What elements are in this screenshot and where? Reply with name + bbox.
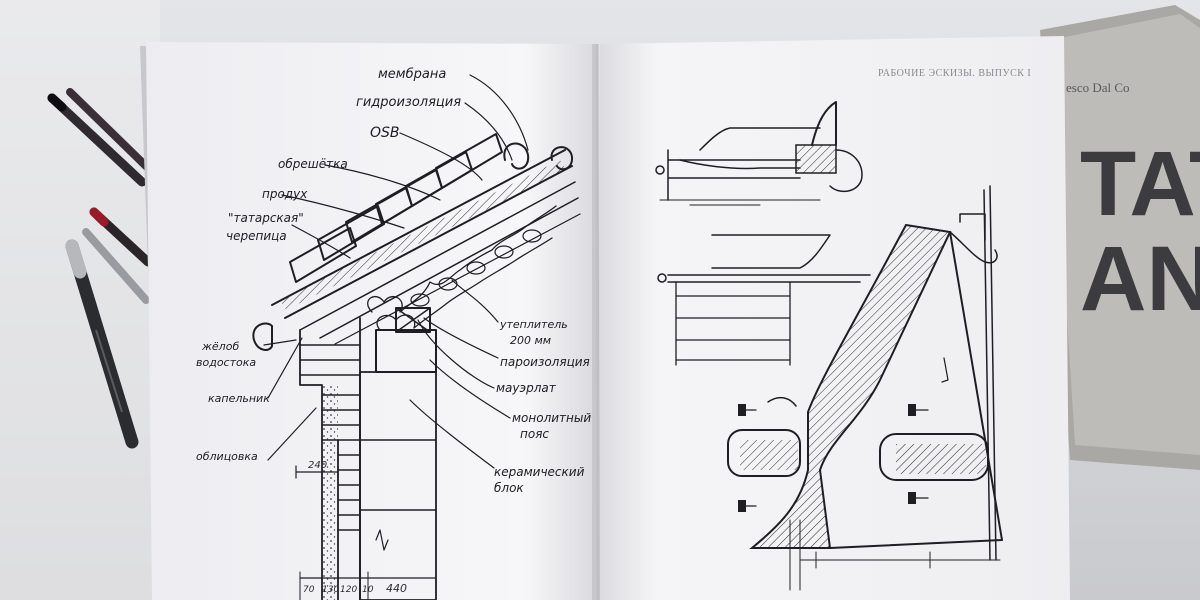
dim-side: 240 bbox=[308, 460, 327, 471]
open-book bbox=[140, 36, 1070, 600]
label-tatar-tile-line-2: черепица bbox=[226, 229, 287, 243]
label-ceramic-line-1: керамический bbox=[494, 465, 585, 479]
label-osb: OSB bbox=[370, 125, 400, 141]
masonry-wall bbox=[299, 307, 437, 600]
label-waterproofing: гидроизоляция bbox=[356, 95, 461, 110]
right-page-content: РАБОЧИЕ ЭСКИЗЫ. ВЫПУСК I bbox=[655, 68, 1031, 591]
cornice-section-large bbox=[727, 185, 1003, 591]
roof-section-sketch: мембрана гидроизоляция OSB обрешётка про… bbox=[196, 67, 591, 600]
pens bbox=[47, 88, 154, 449]
dim-bottom-1: 70 bbox=[303, 585, 315, 595]
label-mauerlat: мауэрлат bbox=[496, 381, 557, 395]
label-gutter-line-2: водостока bbox=[196, 356, 256, 369]
marker-pen bbox=[65, 239, 139, 449]
label-ceramic-line-2: блок bbox=[494, 481, 524, 495]
label-monolithic-line-2: пояс bbox=[520, 427, 549, 441]
book-title-line-1: TAT bbox=[1080, 133, 1200, 235]
cornice-sketch-middle bbox=[657, 234, 871, 366]
label-cladding: облицовка bbox=[196, 450, 258, 463]
book-title-line-2: AN bbox=[1080, 228, 1200, 330]
label-tatar-tile-line-1: "татарская" bbox=[228, 211, 304, 225]
pen-1 bbox=[47, 93, 147, 187]
dim-bottom-3: 120 bbox=[340, 585, 357, 595]
left-page bbox=[146, 42, 592, 600]
dim-bottom-2: 130 bbox=[322, 585, 339, 595]
dim-bottom-5: 440 bbox=[386, 582, 407, 595]
dimension-lines bbox=[295, 465, 437, 600]
label-vapor-barrier: пароизоляция bbox=[500, 355, 590, 369]
label-gutter-line-1: жёлоб bbox=[201, 340, 239, 353]
label-insulation-line-2: 200 мм bbox=[510, 334, 551, 347]
book-author: esco Dal Co bbox=[1066, 80, 1130, 95]
leader-lines bbox=[263, 74, 529, 469]
label-membrane: мембрана bbox=[378, 67, 446, 82]
pen-4 bbox=[82, 228, 150, 304]
pen-2 bbox=[66, 88, 154, 174]
dim-bottom-4: 10 bbox=[362, 585, 374, 595]
label-ventilation: продух bbox=[262, 187, 308, 201]
cornice-sketch-top bbox=[655, 101, 863, 206]
background-book: esco Dal Co TAT AN bbox=[1040, 5, 1200, 470]
book-spine bbox=[595, 43, 600, 600]
label-monolithic-line-1: монолитный bbox=[512, 411, 591, 425]
desk-shadow bbox=[0, 0, 160, 600]
label-insulation-line-1: утеплитель bbox=[499, 318, 568, 331]
pen-3 bbox=[89, 207, 153, 267]
running-header: РАБОЧИЕ ЭСКИЗЫ. ВЫПУСК I bbox=[878, 68, 1031, 79]
label-batten: обрешётка bbox=[278, 157, 348, 171]
label-drip: капельник bbox=[208, 392, 270, 405]
